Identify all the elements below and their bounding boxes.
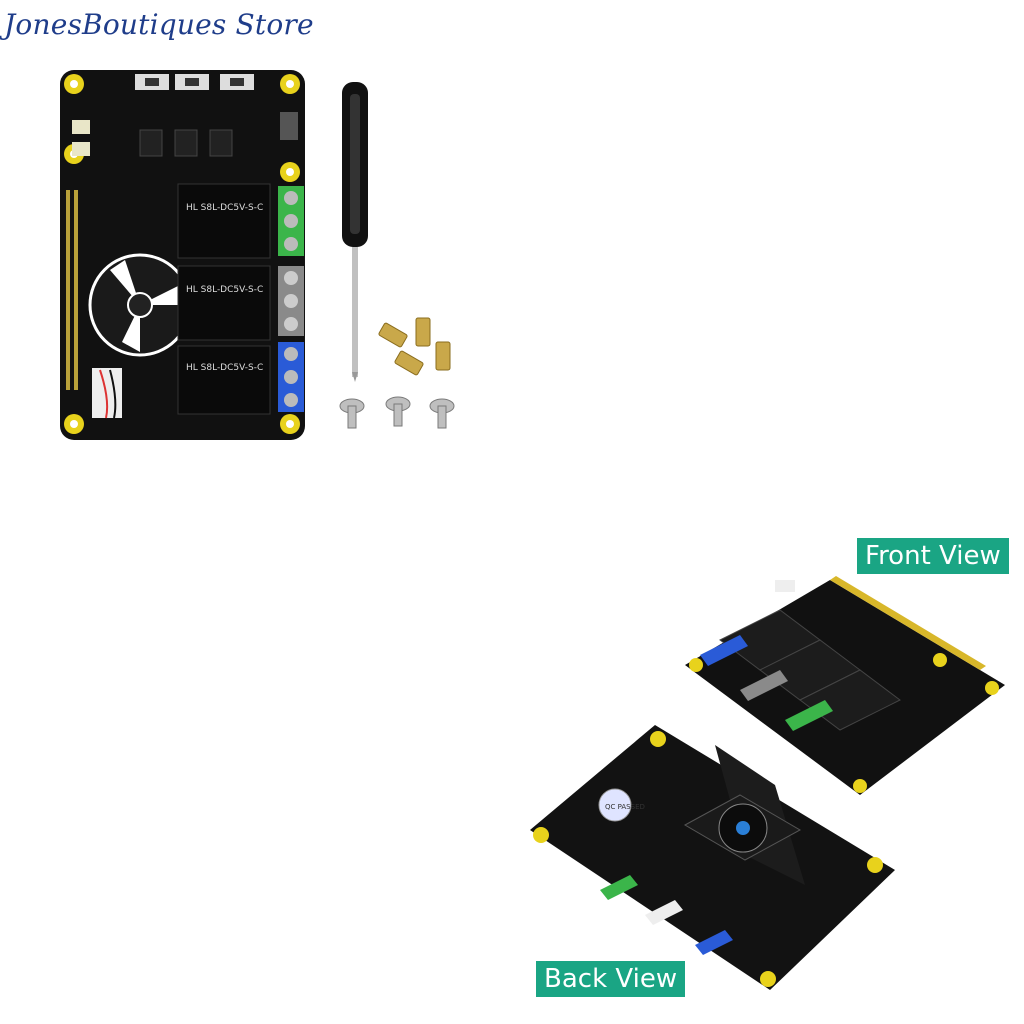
back-view-label: Back View	[536, 961, 686, 997]
svg-text:HL S8L-DC5V-S-C: HL S8L-DC5V-S-C	[186, 363, 263, 373]
svg-text:HL S8L-DC5V-S-C: HL S8L-DC5V-S-C	[186, 285, 263, 295]
front-view-photo	[680, 560, 1010, 800]
svg-text:HL S8L-DC5V-S-C: HL S8L-DC5V-S-C	[186, 203, 263, 213]
front-view-label: Front View	[857, 538, 1009, 574]
store-name: JonesBoutiques Store	[4, 8, 314, 41]
qc-sticker-text: QC PASSED	[605, 803, 645, 811]
screwdriver-photo	[330, 82, 380, 382]
back-view-photo: QC PASSED	[525, 725, 895, 1005]
relay-board-photo: HL S8L-DC5V-S-C HL S8L-DC5V-S-C HL S8L-D…	[60, 70, 310, 442]
hardware-accessories-photo	[338, 316, 478, 436]
